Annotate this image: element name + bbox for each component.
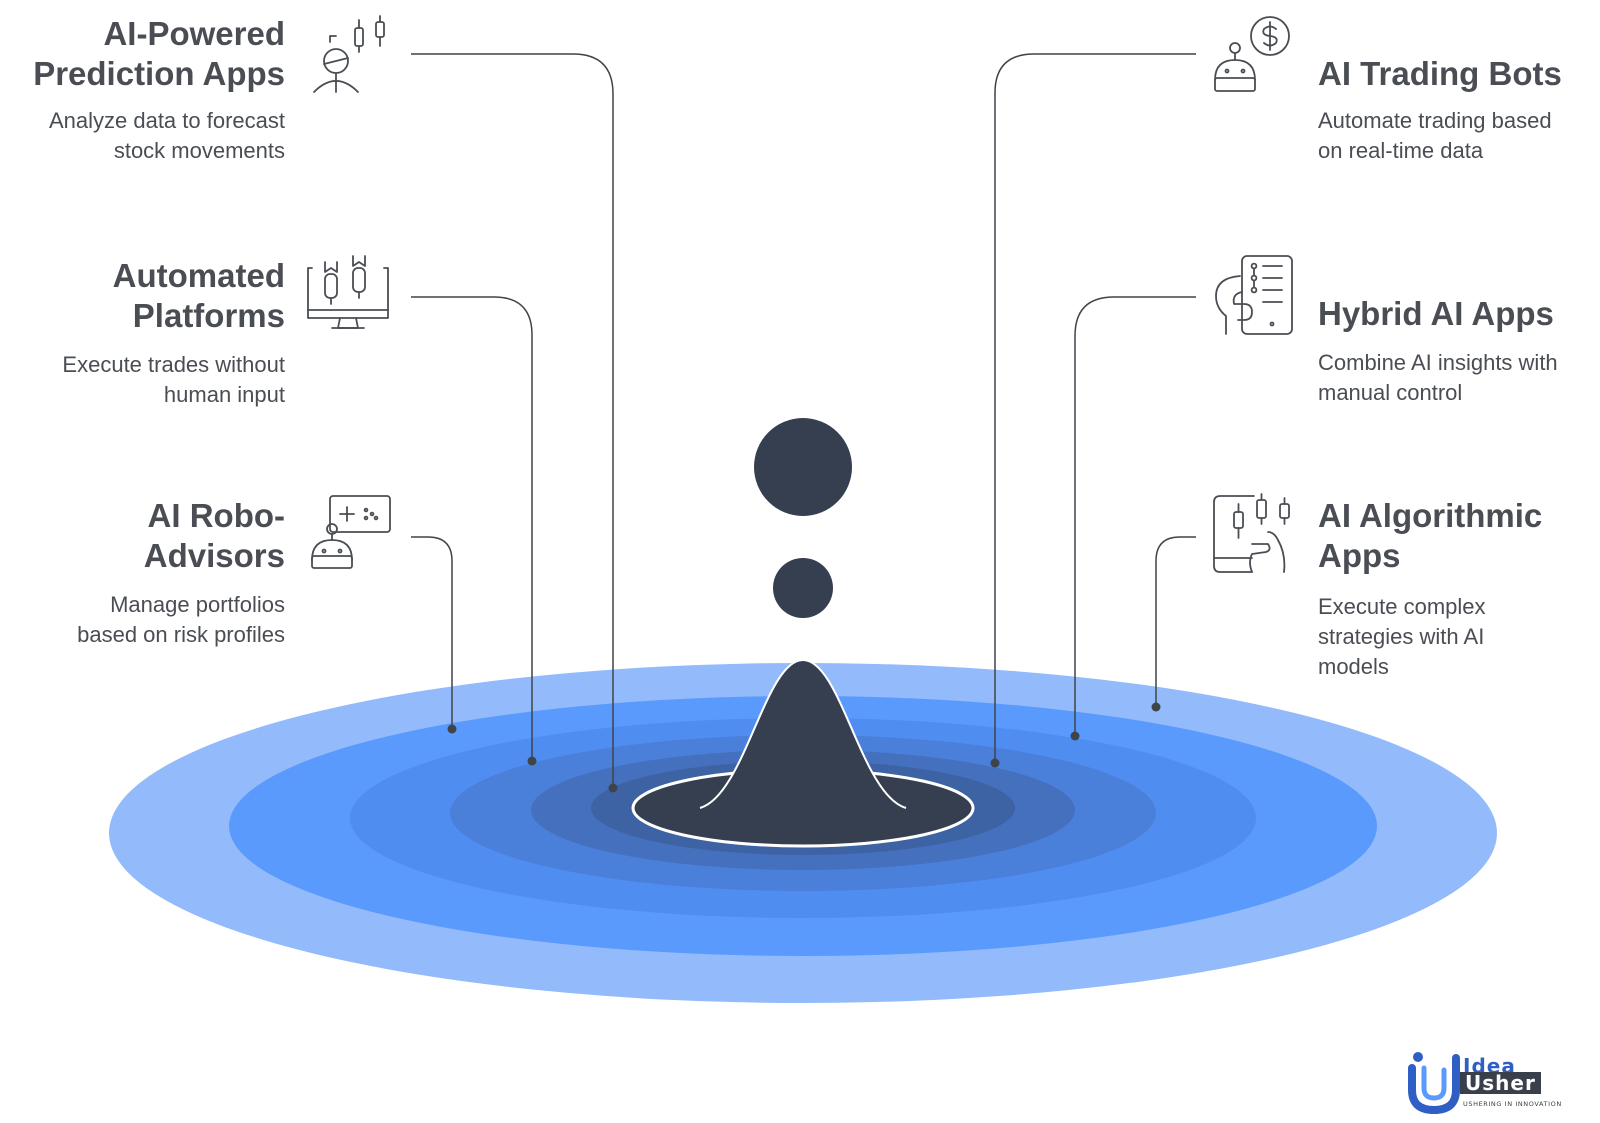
item-description: Automate trading based on real-time data [1318, 106, 1600, 166]
connector-dot-algorithmic [1151, 702, 1161, 712]
item-hybrid-ai-apps: Hybrid AI Apps Combine AI insights with … [1318, 294, 1600, 408]
title-line: Prediction Apps [33, 55, 285, 92]
title-line: AI Robo- [147, 497, 285, 534]
description-line: Automate trading based [1318, 108, 1552, 133]
title-line: AI Trading Bots [1318, 55, 1562, 92]
description-line: models [1318, 654, 1389, 679]
connector-trading [994, 53, 1196, 763]
connector-prediction [411, 53, 614, 788]
phone-candlestick-icon [1213, 493, 1290, 573]
description-line: Manage portfolios [110, 592, 285, 617]
description-line: Analyze data to forecast [48, 108, 285, 133]
connector-algorithmic [1155, 536, 1196, 707]
logo-u-mark-icon [1408, 1052, 1460, 1115]
item-description: Manage portfolios based on risk profiles [0, 590, 285, 650]
title-line: AI Algorithmic [1318, 497, 1543, 534]
splash-outline [699, 658, 907, 809]
title-line: AI-Powered [103, 15, 285, 52]
logo-word-idea: Idea [1463, 1054, 1516, 1078]
item-description: Combine AI insights with manual control [1318, 348, 1600, 408]
logo-tagline: USHERING IN INNOVATION [1463, 1100, 1562, 1108]
description-line: human input [163, 382, 285, 407]
item-title: AI-Powered Prediction Apps [0, 14, 285, 94]
item-description: Execute trades without human input [0, 350, 285, 410]
robot-chat-icon [311, 495, 391, 569]
connector-automated [411, 296, 533, 761]
description-line: Combine AI insights with [1318, 350, 1558, 375]
item-description: Analyze data to forecast stock movements [0, 106, 285, 166]
person-candlestick-icon [313, 15, 385, 93]
description-line: Execute complex [1318, 594, 1486, 619]
drop-splash [700, 660, 906, 808]
hand-phone-icon [1215, 255, 1293, 335]
title-line: Hybrid AI Apps [1318, 295, 1554, 332]
connector-dot-automated [527, 756, 537, 766]
connector-dot-trading [990, 758, 1000, 768]
ripple-rings [109, 663, 1497, 1003]
robot-dollar-icon [1214, 16, 1290, 92]
item-title: AI Robo- Advisors [0, 496, 285, 576]
connector-dot-prediction [608, 783, 618, 793]
description-line: based on risk profiles [77, 622, 285, 647]
logo-word-usher: Usher [1460, 1072, 1541, 1094]
item-title: AI Algorithmic Apps [1318, 496, 1600, 576]
drop-large [754, 418, 852, 516]
description-line: strategies with AI [1318, 624, 1485, 649]
item-title: Automated Platforms [0, 256, 285, 336]
connector-robo [411, 536, 453, 729]
item-ai-robo-advisors: AI Robo- Advisors Manage portfolios base… [0, 496, 285, 650]
connector-dot-robo [447, 724, 457, 734]
connector-dot-hybrid [1070, 731, 1080, 741]
title-line: Automated [112, 257, 285, 294]
title-line: Apps [1318, 537, 1401, 574]
ideausher-logo: Idea Usher USHERING IN INNOVATION [1408, 1050, 1568, 1115]
item-title: Hybrid AI Apps [1318, 294, 1600, 334]
connectors [411, 53, 1196, 788]
monitor-candlestick-icon [307, 255, 389, 329]
item-ai-algorithmic-apps: AI Algorithmic Apps Execute complex stra… [1318, 496, 1600, 682]
description-line: Execute trades without [62, 352, 285, 377]
item-title: AI Trading Bots [1318, 54, 1600, 94]
item-automated-platforms: Automated Platforms Execute trades witho… [0, 256, 285, 410]
description-line: stock movements [113, 138, 285, 163]
item-ai-trading-bots: AI Trading Bots Automate trading based o… [1318, 54, 1600, 166]
drop-small [773, 558, 833, 618]
item-description: Execute complex strategies with AI model… [1318, 592, 1600, 682]
title-line: Advisors [143, 537, 285, 574]
connector-hybrid [1074, 296, 1196, 736]
item-ai-powered-prediction-apps: AI-Powered Prediction Apps Analyze data … [0, 14, 285, 166]
connector-dots [447, 702, 1161, 793]
title-line: Platforms [132, 297, 285, 334]
description-line: on real-time data [1318, 138, 1484, 163]
description-line: manual control [1318, 380, 1463, 405]
